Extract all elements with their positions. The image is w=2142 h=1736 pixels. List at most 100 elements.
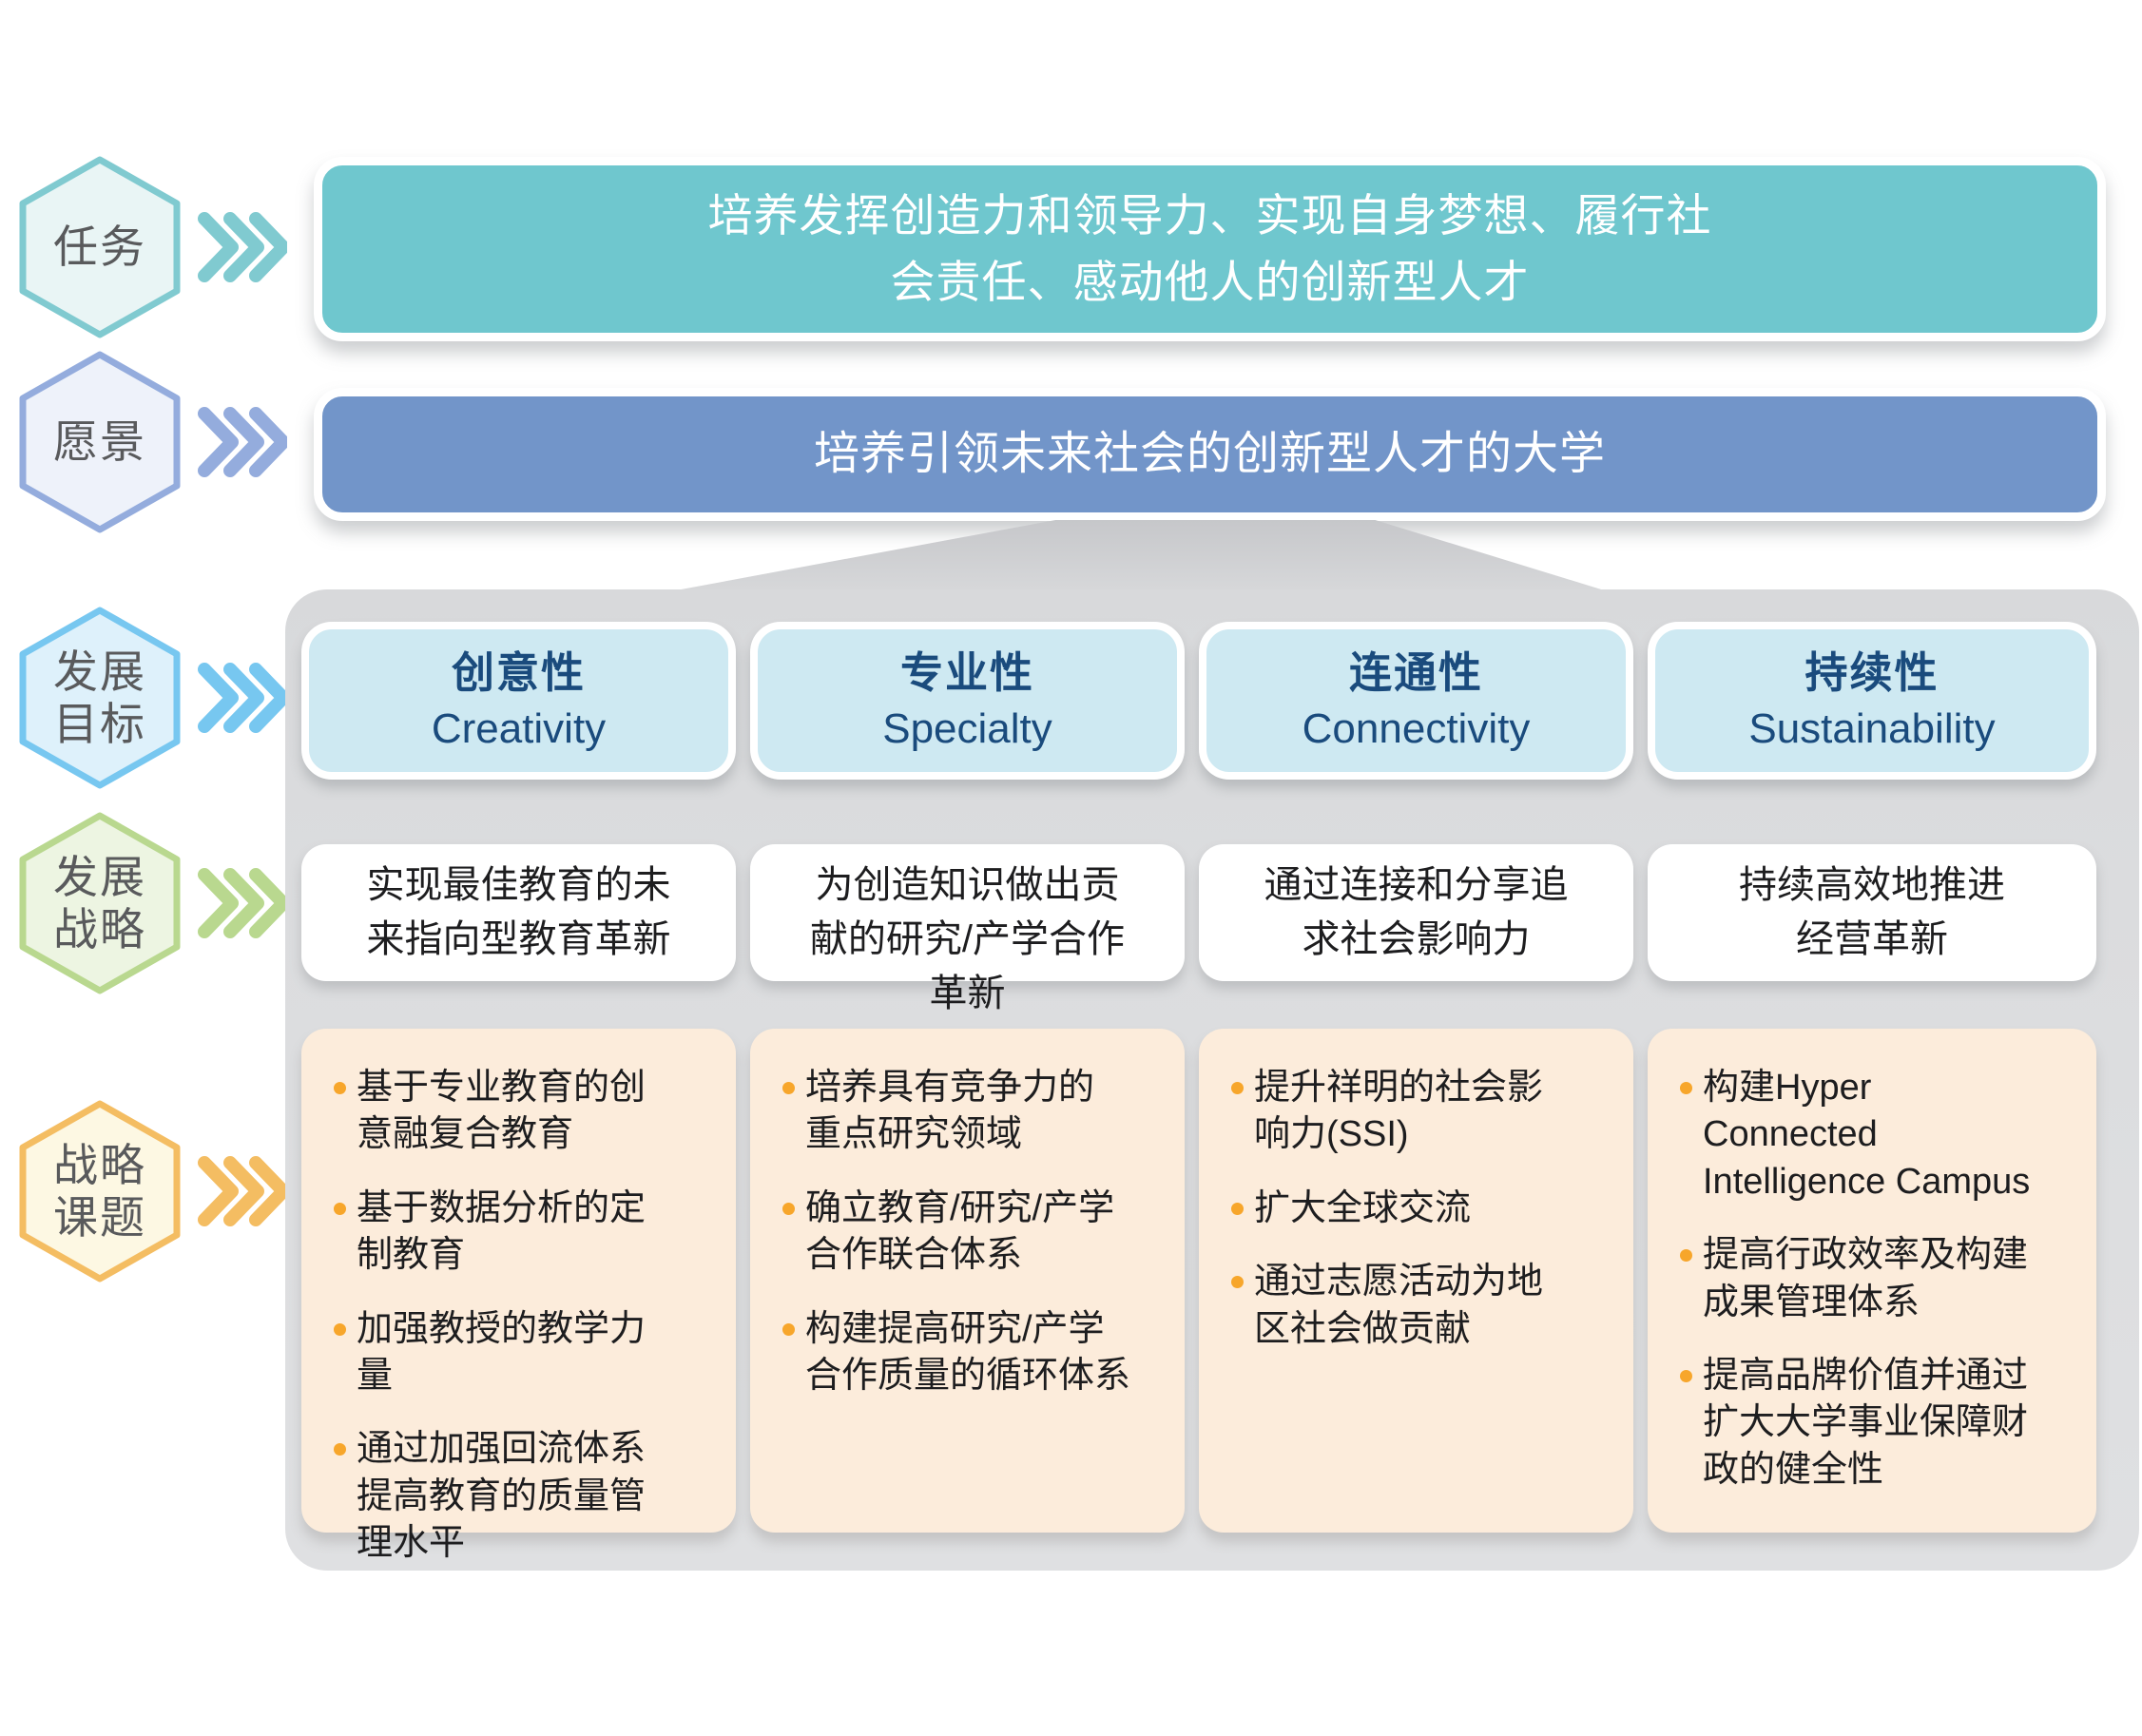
development-goals-hexagon: 发展 目标 bbox=[15, 605, 184, 791]
goals-panel: 创意性 Creativity 实现最佳教育的未 来指向型教育革新 基于专业教育的… bbox=[285, 589, 2139, 1571]
row-development-goals: 发展 目标 bbox=[15, 605, 287, 791]
goal-header-specialty: 专业性 Specialty bbox=[750, 622, 1185, 780]
strategy-box: 通过连接和分享追 求社会影响力 bbox=[1199, 844, 1633, 981]
goal-title-en: Sustainability bbox=[1748, 704, 1996, 752]
topic-text: 提高品牌价值并通过 扩大大学事业保障财 政的健全性 bbox=[1703, 1355, 2029, 1490]
topic-text: 构建提高研究/产学 合作质量的循环体系 bbox=[805, 1308, 1131, 1396]
goal-header-creativity: 创意性 Creativity bbox=[301, 622, 736, 780]
row-strategic-topics: 战略 课题 bbox=[15, 1098, 287, 1284]
bullet-dot-icon bbox=[334, 1202, 346, 1215]
bullet-dot-icon bbox=[782, 1202, 795, 1215]
hexagon-shape-icon bbox=[19, 156, 181, 338]
bullet-dot-icon bbox=[1231, 1276, 1244, 1289]
topic-text: 提高行政效率及构建 成果管理体系 bbox=[1703, 1235, 2029, 1322]
goal-title-zh: 创意性 bbox=[451, 648, 586, 698]
bullet-dot-icon bbox=[782, 1082, 795, 1094]
list-item: 提高品牌价值并通过 扩大大学事业保障财 政的健全性 bbox=[1680, 1353, 2079, 1494]
vision-text: 培养引领未来社会的创新型人才的大学 bbox=[813, 429, 1606, 479]
column-creativity: 创意性 Creativity 实现最佳教育的未 来指向型教育革新 基于专业教育的… bbox=[301, 622, 736, 1571]
column-connectivity: 连通性 Connectivity 通过连接和分享追 求社会影响力 提升祥明的社会… bbox=[1199, 622, 1633, 1571]
strategy-box: 实现最佳教育的未 来指向型教育革新 bbox=[301, 844, 736, 981]
list-item: 构建Hyper Connected Intelligence Campus bbox=[1680, 1065, 2079, 1206]
strategy-text: 为创造知识做出贡 献的研究/产学合作 革新 bbox=[809, 864, 1126, 1014]
vision-box: 培养引领未来社会的创新型人才的大学 bbox=[314, 388, 2106, 521]
hexagon-shape-icon bbox=[19, 607, 181, 789]
goal-title-en: Connectivity bbox=[1302, 704, 1531, 752]
bullet-dot-icon bbox=[1231, 1202, 1244, 1215]
list-item: 通过志愿活动为地 区社会做贡献 bbox=[1231, 1259, 1616, 1353]
topics-box: 提升祥明的社会影 响力(SSI) 扩大全球交流 通过志愿活动为地 区社会做贡献 bbox=[1199, 1029, 1633, 1533]
column-specialty: 专业性 Specialty 为创造知识做出贡 献的研究/产学合作 革新 培养具有… bbox=[750, 622, 1185, 1571]
topics-list: 基于专业教育的创 意融复合教育 基于数据分析的定 制教育 加强教授的教学力 量 … bbox=[334, 1065, 719, 1568]
topic-text: 基于专业教育的创 意融复合教育 bbox=[357, 1068, 646, 1155]
topics-list: 提升祥明的社会影 响力(SSI) 扩大全球交流 通过志愿活动为地 区社会做贡献 bbox=[1231, 1065, 1616, 1353]
strategy-text: 持续高效地推进 经营革新 bbox=[1739, 864, 2005, 960]
funnel-connector-shape bbox=[666, 520, 1611, 592]
list-item: 提高行政效率及构建 成果管理体系 bbox=[1680, 1232, 2079, 1326]
bullet-dot-icon bbox=[334, 1443, 346, 1456]
mission-hexagon: 任务 bbox=[15, 154, 184, 340]
topic-text: 培养具有竞争力的 重点研究领域 bbox=[805, 1068, 1095, 1155]
row-vision: 愿景 bbox=[15, 349, 287, 535]
bullet-dot-icon bbox=[1680, 1369, 1692, 1382]
triple-chevron-icon bbox=[198, 663, 287, 733]
triple-chevron-icon bbox=[198, 868, 287, 938]
topic-text: 基于数据分析的定 制教育 bbox=[357, 1187, 646, 1276]
mission-hex-label: 任务 bbox=[53, 222, 146, 273]
topics-box: 基于专业教育的创 意融复合教育 基于数据分析的定 制教育 加强教授的教学力 量 … bbox=[301, 1029, 736, 1563]
topic-text: 构建Hyper Connected Intelligence Campus bbox=[1703, 1068, 2031, 1202]
goal-title-zh: 持续性 bbox=[1804, 648, 1939, 698]
goal-title-zh: 专业性 bbox=[899, 648, 1034, 698]
list-item: 通过加强回流体系 提高教育的质量管 理水平 bbox=[334, 1426, 719, 1567]
list-item: 构建提高研究/产学 合作质量的循环体系 bbox=[782, 1306, 1167, 1400]
hexagon-shape-icon bbox=[19, 812, 181, 994]
strategy-box: 持续高效地推进 经营革新 bbox=[1648, 844, 2096, 981]
goal-header-sustainability: 持续性 Sustainability bbox=[1648, 622, 2096, 780]
mission-box: 培养发挥创造力和领导力、实现自身梦想、履行社 会责任、感动他人的创新型人才 bbox=[314, 157, 2106, 341]
triple-chevron-icon bbox=[198, 407, 287, 477]
list-item: 加强教授的教学力 量 bbox=[334, 1306, 719, 1400]
goal-header-connectivity: 连通性 Connectivity bbox=[1199, 622, 1633, 780]
topic-text: 提升祥明的社会影 响力(SSI) bbox=[1254, 1068, 1544, 1155]
strategy-text: 实现最佳教育的未 来指向型教育革新 bbox=[366, 864, 671, 960]
topics-box: 培养具有竞争力的 重点研究领域 确立教育/研究/产学 合作联合体系 构建提高研究… bbox=[750, 1029, 1185, 1533]
development-strategy-hex-label: 发展 战略 bbox=[53, 851, 146, 955]
topic-text: 确立教育/研究/产学 合作联合体系 bbox=[805, 1187, 1115, 1276]
list-item: 培养具有竞争力的 重点研究领域 bbox=[782, 1065, 1167, 1159]
topic-text: 通过加强回流体系 提高教育的质量管 理水平 bbox=[357, 1429, 646, 1564]
bullet-dot-icon bbox=[782, 1322, 795, 1336]
list-item: 基于专业教育的创 意融复合教育 bbox=[334, 1065, 719, 1159]
goal-title-en: Creativity bbox=[431, 704, 607, 752]
topic-text: 通过志愿活动为地 区社会做贡献 bbox=[1254, 1262, 1544, 1349]
bullet-dot-icon bbox=[334, 1322, 346, 1336]
goal-title-zh: 连通性 bbox=[1348, 648, 1483, 698]
list-item: 基于数据分析的定 制教育 bbox=[334, 1186, 719, 1280]
mission-text: 培养发挥创造力和领导力、实现自身梦想、履行社 会责任、感动他人的创新型人才 bbox=[707, 189, 1712, 308]
topic-text: 扩大全球交流 bbox=[1254, 1187, 1472, 1228]
triple-chevron-icon bbox=[198, 212, 287, 282]
list-item: 确立教育/研究/产学 合作联合体系 bbox=[782, 1186, 1167, 1280]
hexagon-shape-icon bbox=[19, 351, 181, 533]
list-item: 扩大全球交流 bbox=[1231, 1186, 1616, 1232]
topic-text: 加强教授的教学力 量 bbox=[357, 1308, 646, 1396]
bullet-dot-icon bbox=[1680, 1249, 1692, 1263]
row-development-strategy: 发展 战略 bbox=[15, 810, 287, 996]
bullet-dot-icon bbox=[1680, 1082, 1692, 1094]
strategy-text: 通过连接和分享追 求社会影响力 bbox=[1264, 864, 1569, 960]
hexagon-shape-icon bbox=[19, 1100, 181, 1283]
topics-box: 构建Hyper Connected Intelligence Campus 提高… bbox=[1648, 1029, 2096, 1533]
vision-hexagon: 愿景 bbox=[15, 349, 184, 535]
vision-hex-label: 愿景 bbox=[53, 416, 146, 468]
goal-title-en: Specialty bbox=[882, 704, 1052, 752]
row-mission: 任务 bbox=[15, 154, 287, 340]
list-item: 提升祥明的社会影 响力(SSI) bbox=[1231, 1065, 1616, 1159]
strategy-box: 为创造知识做出贡 献的研究/产学合作 革新 bbox=[750, 844, 1185, 1014]
triple-chevron-icon bbox=[198, 1156, 287, 1226]
topics-list: 培养具有竞争力的 重点研究领域 确立教育/研究/产学 合作联合体系 构建提高研究… bbox=[782, 1065, 1167, 1399]
development-strategy-hexagon: 发展 战略 bbox=[15, 810, 184, 996]
topics-list: 构建Hyper Connected Intelligence Campus 提高… bbox=[1680, 1065, 2079, 1494]
bullet-dot-icon bbox=[1231, 1082, 1244, 1094]
bullet-dot-icon bbox=[334, 1082, 346, 1094]
development-goals-hex-label: 发展 目标 bbox=[53, 646, 146, 749]
